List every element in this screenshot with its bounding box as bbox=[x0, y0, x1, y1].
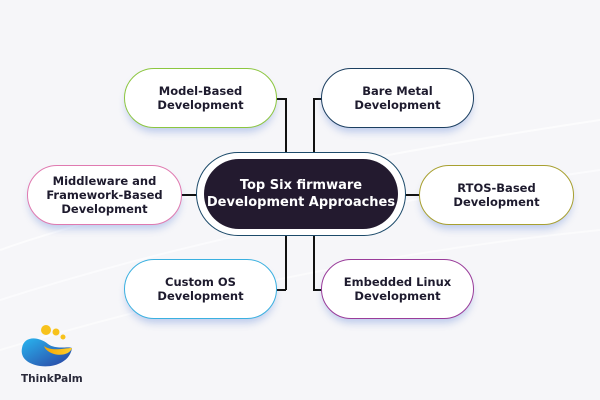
connector-custom-os-v bbox=[285, 236, 287, 290]
connector-embedded-linux-v bbox=[313, 236, 315, 290]
node-label: Model-Based bbox=[158, 84, 243, 98]
connector-embedded-linux-h bbox=[313, 289, 323, 291]
node-label: Middleware and bbox=[52, 174, 157, 188]
node-label: Development bbox=[157, 289, 244, 303]
node-label: Development bbox=[354, 98, 441, 112]
node-label: Development bbox=[157, 98, 244, 112]
node-label: Custom OS bbox=[165, 275, 236, 289]
center-line2: Development Approaches bbox=[206, 195, 396, 210]
logo-text: ThinkPalm bbox=[21, 373, 83, 385]
connector-model-based-h bbox=[276, 98, 286, 100]
connector-model-based-v bbox=[285, 98, 287, 153]
center-line1: Top Six firmware bbox=[239, 178, 363, 193]
node-label: Embedded Linux bbox=[343, 275, 452, 289]
node-label: Bare Metal bbox=[362, 84, 433, 98]
node-label: Development bbox=[354, 289, 441, 303]
connector-bare-metal-v bbox=[313, 98, 315, 153]
connector-bare-metal-h bbox=[313, 98, 323, 100]
connector-custom-os-h bbox=[276, 289, 286, 291]
node-label: Development bbox=[453, 195, 540, 209]
node-label: RTOS-Based bbox=[457, 181, 536, 195]
connector-middleware-h bbox=[180, 194, 198, 196]
node-label: Framework-Based bbox=[46, 188, 163, 202]
connector-rtos-h bbox=[405, 194, 421, 196]
node-label: Development bbox=[61, 202, 148, 216]
thinkpalm-logo-icon bbox=[21, 325, 73, 367]
